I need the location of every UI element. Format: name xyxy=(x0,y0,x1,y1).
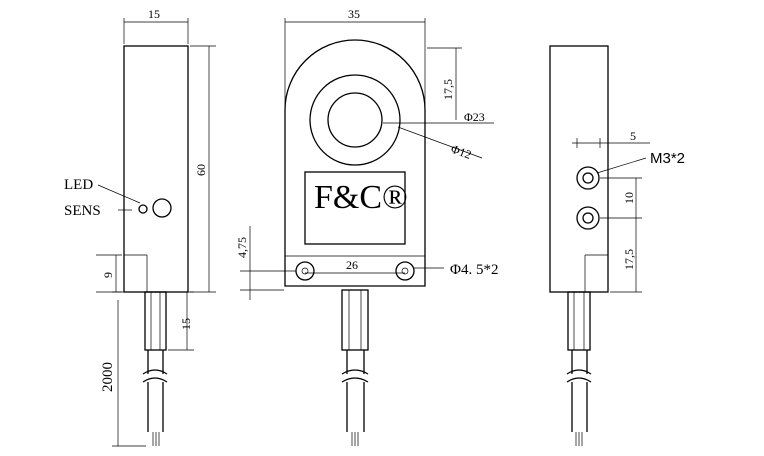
dim-bottom-right: 17,5 xyxy=(622,249,636,270)
led-indicator xyxy=(138,204,148,214)
left-cable-sleeve xyxy=(144,291,167,351)
cable-break xyxy=(341,377,369,383)
right-side-view: 5 M3*2 10 17,5 xyxy=(549,45,685,446)
holes-label: Φ4. 5*2 xyxy=(450,262,498,278)
front-cable-sleeve xyxy=(341,289,369,351)
dim-height-left: 60 xyxy=(194,164,208,176)
brand-logo: F&C® xyxy=(314,179,408,216)
dim-offset-right: 5 xyxy=(630,129,636,143)
cable-break xyxy=(142,377,168,383)
dim-width-left: 15 xyxy=(148,7,160,21)
cable-break xyxy=(341,369,369,375)
front-view: F&C® 26 Φ4. 5*2 35 17,5 Φ23 Φ12 4,75 xyxy=(235,7,498,446)
cable-break xyxy=(566,369,592,375)
dim-cable-length: 2000 xyxy=(100,362,116,392)
dim-outer-diameter: Φ23 xyxy=(464,110,485,124)
led-leader xyxy=(97,184,141,204)
dia-inner-leader xyxy=(397,126,483,159)
screw-bottom-inner xyxy=(582,212,594,224)
mount-hole-right xyxy=(395,261,415,281)
left-side-view: LED SENS 15 60 9 15 xyxy=(64,7,216,447)
logo-plate xyxy=(304,171,406,245)
dim-bottom-block: 9 xyxy=(101,272,115,278)
screw-leader xyxy=(596,157,647,174)
mount-hole-right-center xyxy=(401,267,409,275)
mount-hole-left xyxy=(295,261,315,281)
right-cable-sleeve xyxy=(567,291,591,351)
led-label: LED xyxy=(64,177,93,193)
dim-screw-spacing: 10 xyxy=(622,192,636,204)
front-housing xyxy=(284,39,426,287)
dim-hole-spacing: 26 xyxy=(346,258,358,272)
inner-ring xyxy=(327,92,383,148)
dim-cable-gap: 15 xyxy=(179,318,193,330)
dim-width-front: 35 xyxy=(348,7,360,21)
outer-ring xyxy=(309,74,401,166)
dim-inner-diameter: Φ12 xyxy=(449,142,473,162)
screw-top xyxy=(576,166,600,190)
cable-break xyxy=(142,369,168,375)
screw-top-inner xyxy=(582,172,594,184)
dim-half-height: 17,5 xyxy=(441,79,455,100)
sensor-indicator xyxy=(152,198,172,218)
screws-label: M3*2 xyxy=(650,150,685,167)
dim-hole-offset: 4,75 xyxy=(235,237,249,258)
mount-hole-left-center xyxy=(301,267,309,275)
cable-break xyxy=(566,377,592,383)
screw-bottom xyxy=(576,206,600,230)
sens-label: SENS xyxy=(64,203,101,219)
